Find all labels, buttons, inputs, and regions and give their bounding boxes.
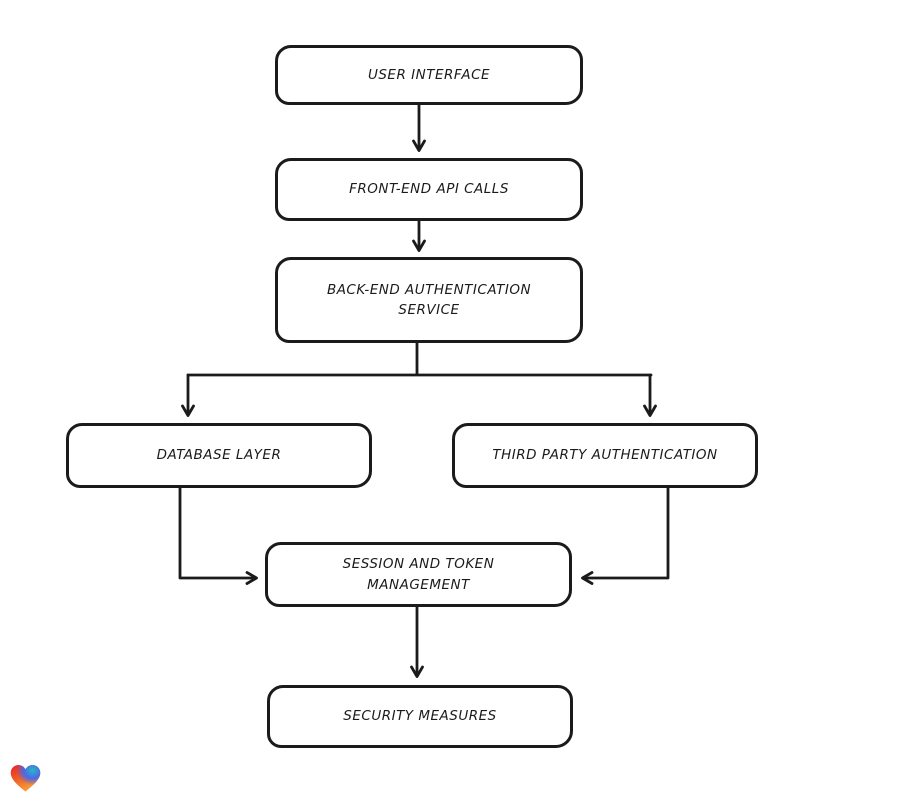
node-database-layer: DATABASE LAYER (66, 423, 372, 488)
node-security-measures: SECURITY MEASURES (267, 685, 573, 748)
node-front-end-api-calls: FRONT-END API CALLS (275, 158, 583, 221)
heart-logo-icon[interactable] (8, 762, 43, 795)
node-user-interface: USER INTERFACE (275, 45, 583, 105)
connector-database-to-session (178, 485, 258, 585)
node-label: USER INTERFACE (367, 66, 491, 83)
node-label: BACK-END AUTHENTICATION SERVICE (326, 281, 532, 318)
node-third-party-authentication: THIRD PARTY AUTHENTICATION (452, 423, 758, 488)
node-session-and-token-management: SESSION AND TOKEN MANAGEMENT (265, 542, 572, 607)
node-label: SESSION AND TOKEN MANAGEMENT (342, 556, 495, 593)
connector-backend-branch-trunk (186, 340, 653, 377)
node-label: DATABASE LAYER (156, 447, 282, 464)
node-back-end-authentication-service: BACK-END AUTHENTICATION SERVICE (275, 257, 583, 343)
node-label: THIRD PARTY AUTHENTICATION (492, 447, 718, 464)
node-label: FRONT-END API CALLS (349, 181, 509, 198)
connector-thirdparty-to-session (581, 485, 670, 585)
node-label: SECURITY MEASURES (343, 708, 497, 725)
